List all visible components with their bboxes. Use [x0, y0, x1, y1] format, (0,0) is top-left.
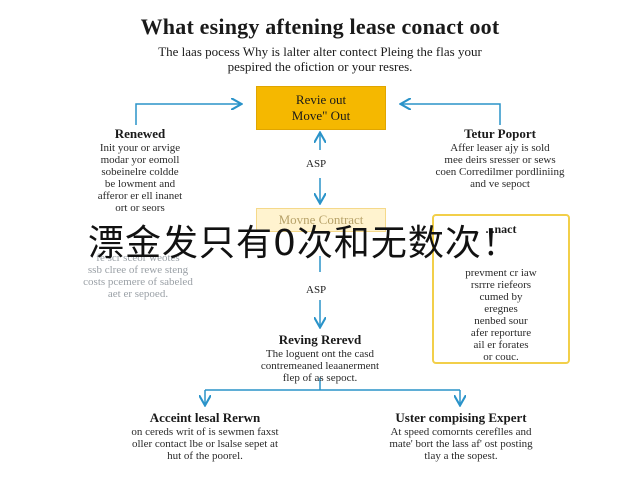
center-node-body: The loguent ont the casd contremeaned le… — [260, 348, 380, 384]
right-node-heading: Tetur Poport — [464, 126, 536, 141]
left-node-body: Init your or arvige modar yor eomoll sob… — [97, 142, 183, 214]
center-node-heading: Reving Rerevd — [278, 332, 362, 347]
left-node: Renewed Init your or arvige modar yor eo… — [60, 126, 220, 214]
diagram-title: What esingy aftening lease conact oot — [140, 14, 500, 39]
right-node-body: Affer leaser ajy is sold mee deirs sress… — [435, 142, 565, 190]
middle-box: Movne Contract — [256, 208, 386, 232]
bottom-left-body: on cereds writ of is sewmen faxst oller … — [131, 426, 279, 462]
asp-label-top: ASP — [306, 158, 327, 170]
arrow-right-to-top — [402, 104, 501, 125]
right-panel-heading: ...nact — [485, 222, 517, 236]
bottom-right-node: Uster compising Expert At speed comornts… — [352, 410, 570, 462]
right-panel: ...nact prevment cr iaw rsrrre riefeors … — [432, 214, 570, 364]
center-node: Reving Rerevd The loguent ont the casd c… — [220, 332, 420, 384]
bottom-right-heading: Uster compising Expert — [395, 410, 527, 425]
left-faded-text: fe scr sceor weotes ssb clree of rewe st… — [83, 252, 193, 300]
diagram-subtitle: The laas pocess Why is lalter alter cont… — [158, 44, 482, 74]
right-panel-body: prevment cr iaw rsrrre riefeors cumed by… — [465, 267, 537, 363]
arrow-left-to-top — [135, 104, 240, 125]
right-node: Tetur Poport Affer leaser ajy is sold me… — [400, 126, 600, 190]
overlay-caption: 漂金发只有0次和无数次！ — [88, 223, 519, 264]
top-box: Revie out Move" Out — [256, 86, 386, 130]
bottom-left-node: Acceint lesal Rerwn on cereds writ of is… — [100, 410, 310, 462]
asp-label-bottom: ASP — [306, 284, 327, 296]
bottom-left-heading: Acceint lesal Rerwn — [149, 410, 261, 425]
bottom-right-body: At speed comornts cereflles and mate' bo… — [389, 426, 533, 462]
left-node-heading: Renewed — [114, 126, 166, 141]
